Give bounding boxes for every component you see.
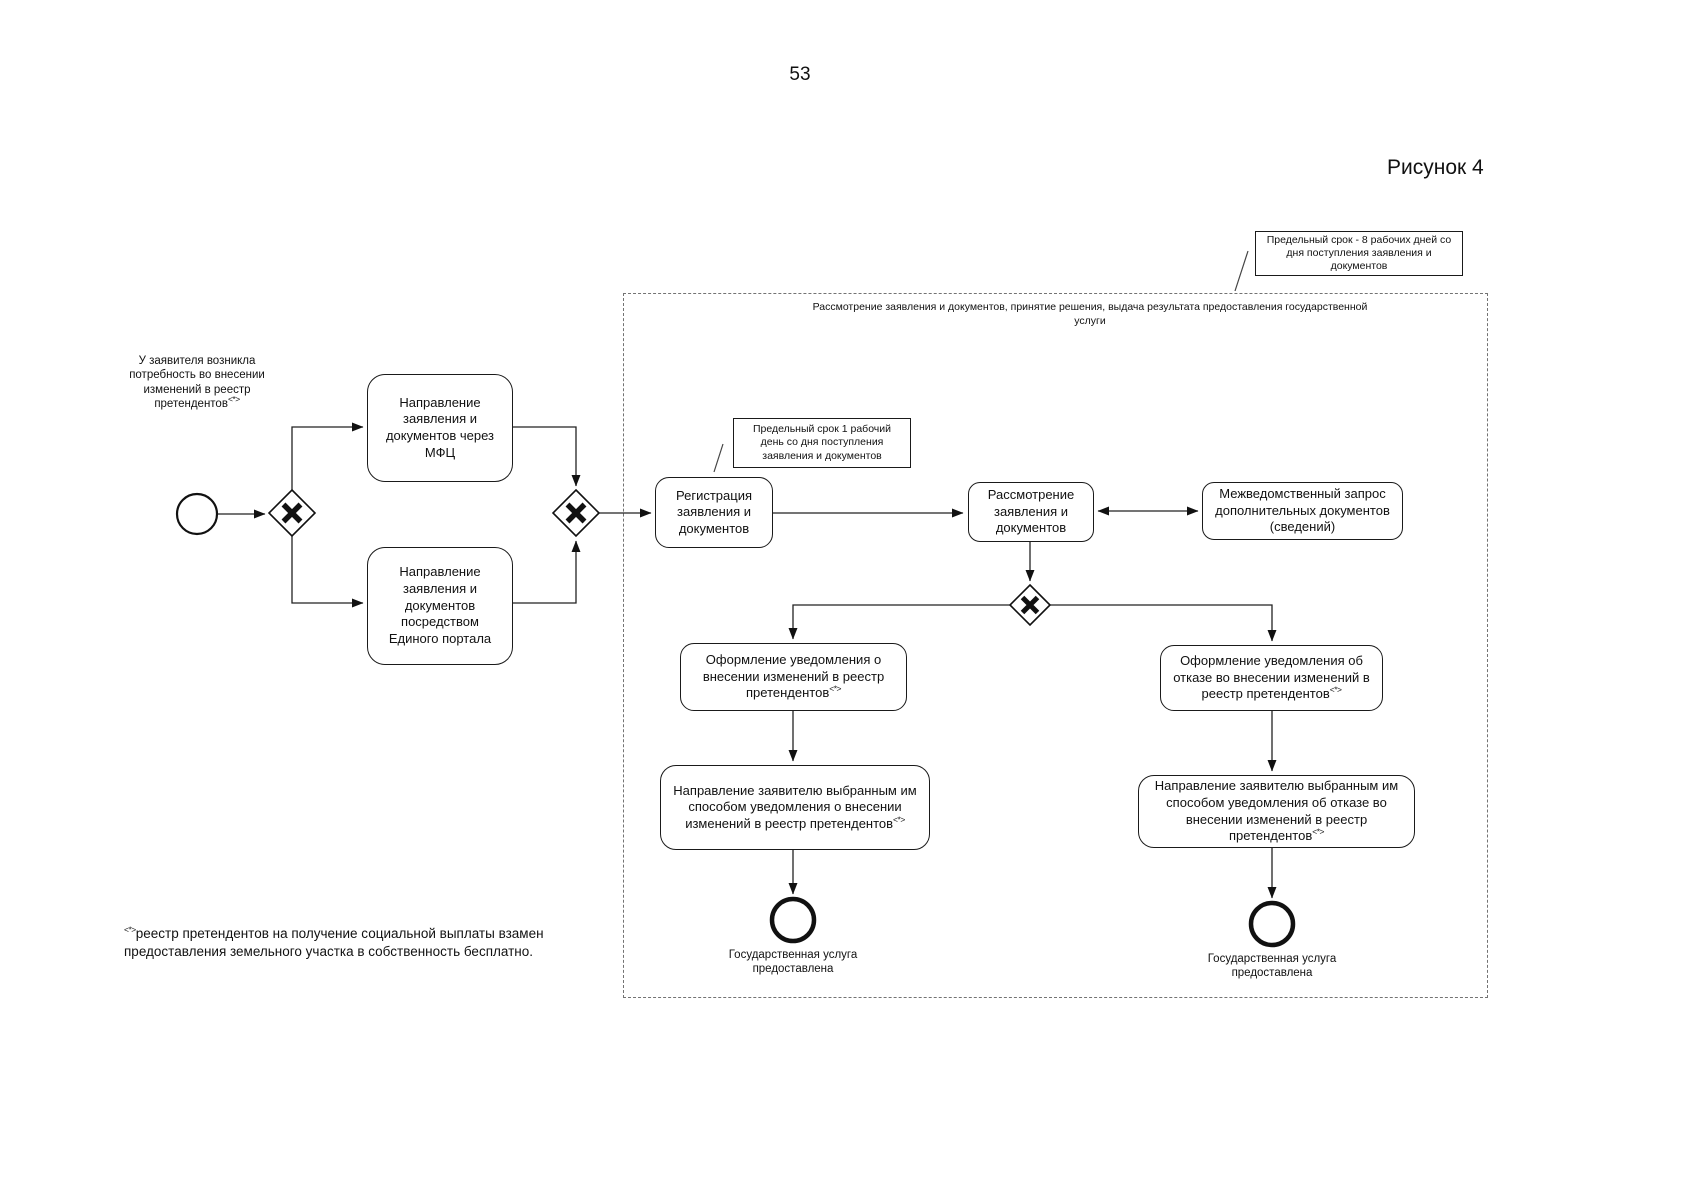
footnote: <*>реестр претендентов на получение соци… [124, 924, 544, 959]
task-send-via-mfc: Направление заявления и документов через… [367, 374, 513, 482]
annotation-deadline-total: Предельный срок - 8 рабочих дней со дня … [1255, 231, 1463, 276]
footnote-marker: <*> [124, 924, 136, 935]
gateway-merge-icon [551, 488, 601, 538]
task-notify-change: Оформление уведомления о внесении измене… [680, 643, 907, 711]
footnote-marker: <*> [1312, 826, 1324, 837]
subprocess-container [623, 293, 1488, 998]
page-number: 53 [789, 64, 811, 85]
task-send-via-portal: Направление заявления и документов посре… [367, 547, 513, 665]
figure-caption: Рисунок 4 [1387, 156, 1484, 179]
subprocess-title: Рассмотрение заявления и документов, при… [812, 301, 1368, 327]
task-send-refusal-notice: Направление заявителю выбранным им спосо… [1138, 775, 1415, 848]
start-event-label: У заявителя возникла потребность во внес… [129, 355, 265, 410]
end-event-right-label: Государственная услуга предоставлена [1207, 953, 1337, 980]
end-event-left-label: Государственная услуга предоставлена [728, 949, 858, 976]
task-send-change-notice: Направление заявителю выбранным им спосо… [660, 765, 930, 850]
footnote-marker: <*> [893, 814, 905, 825]
task-interagency-request: Межведомственный запрос дополнительных д… [1202, 482, 1403, 540]
annotation-deadline-registration-text: Предельный срок 1 рабочий день со дня по… [752, 423, 892, 462]
gateway-split-icon [267, 488, 317, 538]
task-notify-refusal: Оформление уведомления об отказе во внес… [1160, 645, 1383, 711]
annotation-deadline-registration: Предельный срок 1 рабочий день со дня по… [733, 418, 911, 468]
annotation-deadline-total-text: Предельный срок - 8 рабочих дней со дня … [1266, 233, 1452, 273]
footnote-marker: <*> [1329, 684, 1342, 695]
task-registration: Регистрация заявления и документов [655, 477, 773, 548]
task-review: Рассмотрение заявления и документов [968, 482, 1094, 542]
start-event-circle [175, 492, 219, 536]
footnote-marker: <*> [829, 683, 841, 694]
footnote-marker: <*> [227, 393, 240, 404]
